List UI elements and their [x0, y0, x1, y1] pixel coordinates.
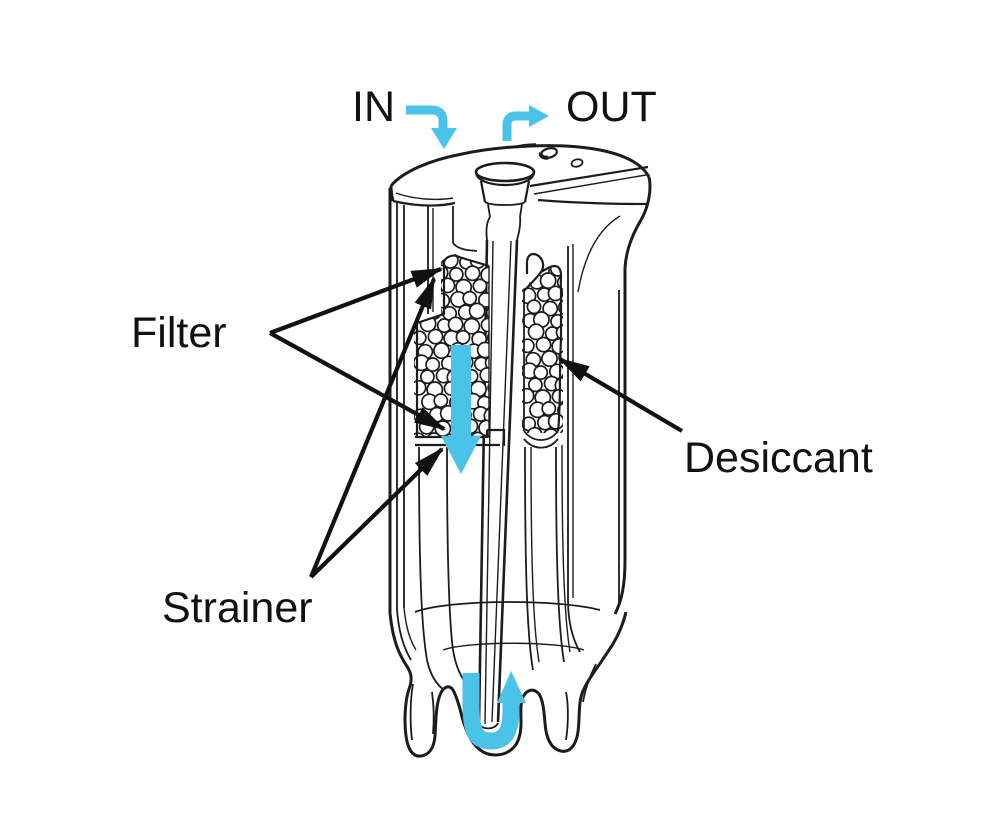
canister-top-outline	[389, 144, 651, 187]
bottom-feet-outline	[388, 611, 628, 758]
out-flow-arrow-icon	[502, 105, 549, 141]
flow-arrows	[406, 105, 549, 750]
label-desiccant: Desiccant	[684, 434, 873, 482]
top-plate-edge	[529, 165, 649, 188]
label-filter: Filter	[131, 309, 227, 357]
labels: IN OUT Filter Strainer Desiccant	[131, 83, 873, 632]
right-outer-wall	[613, 268, 627, 615]
desiccant-bag-outlines	[415, 252, 563, 449]
filter-callout-arrow-bottom	[268, 331, 447, 431]
center-port	[474, 161, 536, 241]
label-out: OUT	[566, 83, 657, 131]
u-turn-flow-arrow-icon	[462, 671, 526, 750]
sump-ring-upper	[414, 601, 601, 613]
desiccant-down-flow-arrow-icon	[441, 345, 481, 474]
canister-drawing	[388, 143, 652, 758]
strainer-callout-arrow-top	[309, 276, 436, 578]
filter-callout-arrow-top	[269, 267, 444, 335]
label-strainer: Strainer	[162, 584, 313, 632]
callout-arrows	[268, 267, 684, 579]
label-in: IN	[352, 83, 395, 131]
strainer-callout-arrow-bottom	[309, 447, 444, 579]
desiccant-callout-arrow	[557, 357, 684, 433]
sump-ring-lower	[442, 642, 585, 651]
top-plate-hole-small-icon	[570, 158, 584, 168]
in-flow-arrow-icon	[406, 105, 457, 149]
